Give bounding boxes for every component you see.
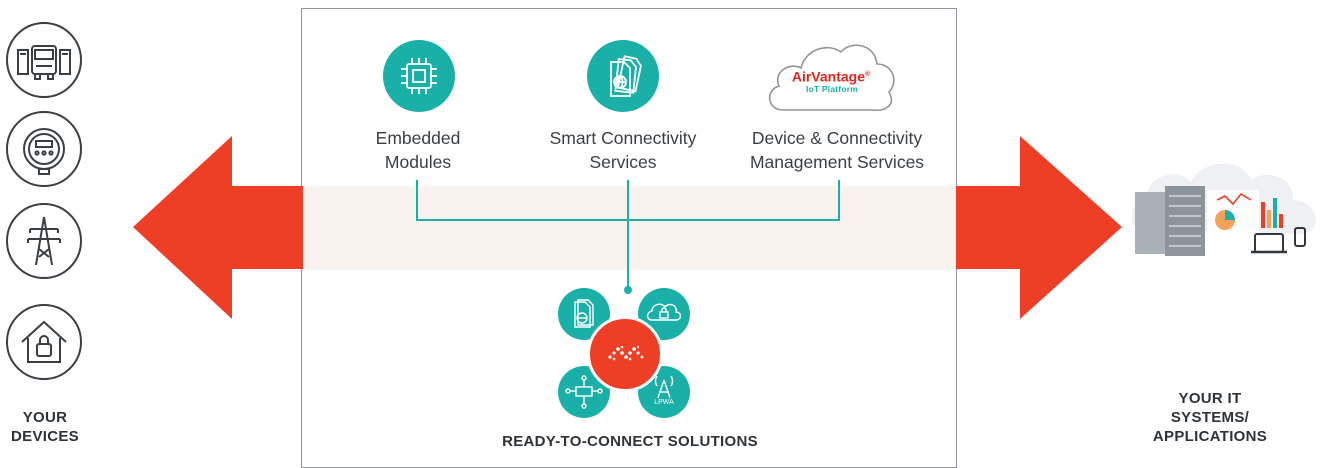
connector-lines: [416, 180, 840, 294]
it-caption-line1: YOUR IT: [1178, 390, 1242, 407]
it-systems-illustration: [1131, 163, 1316, 256]
it-caption-line2: SYSTEMS/: [1170, 409, 1250, 426]
it-caption-line3: APPLICATIONS: [1152, 428, 1268, 445]
lpwa-label: LPWA: [654, 399, 674, 406]
cloud-brand-name: AirVantage: [791, 68, 865, 85]
cloud-lock-icon: [646, 303, 682, 321]
embedded-modules-label: Embedded Modules: [338, 126, 498, 174]
sim-card-globe-icon: [574, 299, 594, 328]
embedded-modules-line2: Modules: [384, 152, 452, 172]
sim-card-globe-icon: [610, 55, 642, 97]
cloud-brand: AirVantage®: [770, 67, 892, 85]
device-management-line1: Device & Connectivity: [751, 128, 923, 148]
right-arrow: [956, 136, 1122, 319]
embedded-modules-badge: [383, 40, 455, 112]
smart-connectivity-label: Smart Connectivity Services: [528, 126, 718, 174]
truck-icon: [17, 45, 71, 80]
smart-connectivity-badge: [587, 40, 659, 112]
device-management-line2: Management Services: [749, 152, 925, 172]
devices-caption: YOUR DEVICES: [0, 408, 90, 446]
device-truck: [6, 22, 82, 98]
devices-caption-line2: DEVICES: [11, 428, 79, 445]
devices-caption-line1: YOUR: [22, 409, 68, 426]
house-lock-icon: [21, 320, 67, 363]
device-management-label: Device & Connectivity Management Service…: [722, 126, 952, 174]
embedded-modules-line1: Embedded: [375, 128, 461, 148]
device-meter: [6, 111, 82, 187]
cloud-subtitle: IoT Platform: [806, 84, 858, 94]
sierra-logo-icon: [608, 345, 644, 361]
solutions-caption: READY-TO-CONNECT SOLUTIONS: [502, 433, 758, 450]
cloud-brand-mark: ®: [864, 71, 871, 78]
smart-connectivity-line1: Smart Connectivity: [549, 128, 697, 148]
cloud-icon: [768, 44, 895, 112]
hub-center: [587, 316, 663, 392]
device-house: [6, 304, 82, 380]
antenna-icon: [654, 375, 674, 399]
device-power-tower: [6, 203, 82, 279]
chip-icon: [401, 58, 437, 94]
meter-icon: [23, 128, 65, 175]
power-tower-icon: [27, 216, 61, 266]
it-systems-caption: YOUR IT SYSTEMS/ APPLICATIONS: [1150, 389, 1270, 446]
left-arrow: [133, 136, 303, 319]
network-icon: [565, 375, 603, 409]
smart-connectivity-line2: Services: [589, 152, 657, 172]
